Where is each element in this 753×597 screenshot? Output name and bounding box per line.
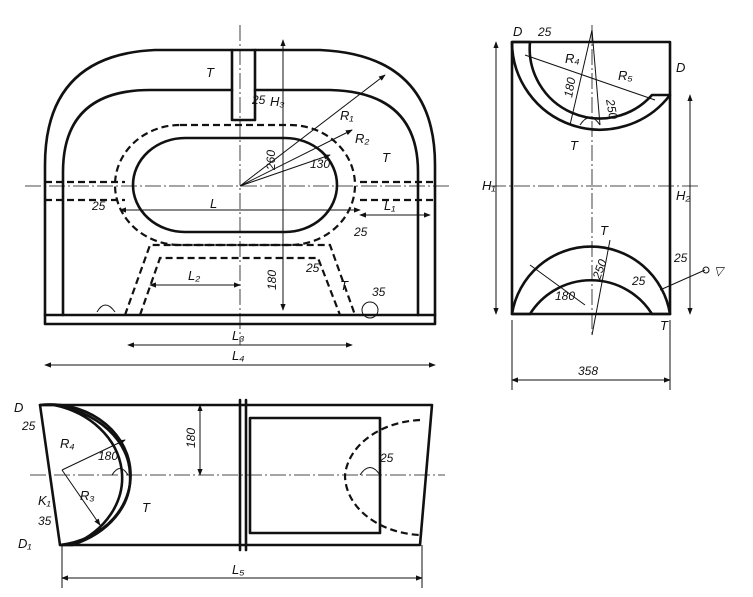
label-25-web: 25 — [305, 261, 320, 275]
label-R5: R₅ — [618, 68, 633, 83]
label-180: 180 — [561, 76, 578, 98]
label-R3: R₃ — [80, 488, 95, 503]
label-25-right: 25 — [353, 225, 368, 239]
label-L5: L₅ — [232, 562, 245, 577]
label-358: 358 — [578, 364, 598, 378]
label-25-right: 25 — [673, 251, 688, 265]
label-180: 180 — [98, 449, 118, 463]
label-D: D — [14, 400, 23, 415]
oval-hole-outer — [113, 123, 357, 247]
label-D1: D₁ — [18, 536, 32, 551]
top-cavity — [248, 416, 382, 535]
label-T-web: T — [340, 278, 349, 293]
label-25-left: 25 — [91, 199, 106, 213]
label-H3: H₃ — [270, 94, 285, 109]
label-L2: L₂ — [188, 268, 200, 283]
label-L4: L₄ — [232, 348, 244, 363]
label-K1: K₁ — [38, 493, 51, 508]
bottom-saddle — [510, 245, 672, 316]
label-L1: L₁ — [384, 198, 395, 213]
label-R4: R₄ — [565, 51, 580, 66]
label-H1: H₁ — [482, 178, 496, 193]
label-D-right: D — [676, 60, 685, 75]
outer-arch — [43, 48, 437, 317]
label-35: 35 — [38, 514, 52, 528]
label-T: T — [206, 65, 215, 80]
label-T-base: T — [660, 318, 669, 333]
label-T: T — [142, 500, 151, 515]
left-saddle — [38, 403, 132, 547]
label-180-lower: 180 — [555, 289, 575, 303]
right-saddle — [343, 418, 421, 537]
top-saddle — [510, 40, 672, 131]
label-H2: H₂ — [676, 188, 690, 203]
label-25: 25 — [537, 25, 552, 39]
label-260: 260 — [264, 150, 278, 171]
label-250-lower: 250 — [589, 257, 609, 282]
top-view: D 25 R₄ 180 180 R₃ K₁ 35 T D₁ 25 L₅ — [14, 398, 445, 588]
label-180-right: 180 — [184, 428, 198, 448]
label-25-lower: 25 — [631, 274, 646, 288]
label-L: L — [210, 196, 217, 211]
lower-web — [123, 243, 357, 316]
label-180: 180 — [265, 270, 279, 290]
label-25-right: 25 — [379, 451, 394, 465]
label-25-lug: 25 — [251, 93, 266, 107]
finish-symbol: ▽ — [714, 264, 726, 278]
label-R1: R₁ — [340, 108, 354, 123]
label-D: D — [513, 24, 522, 39]
front-view: T H₃ R₁ R₂ 260 130 L L₁ T 25 25 25 L₂ 18… — [25, 25, 450, 368]
label-R2: R₂ — [355, 131, 369, 146]
label-250: 250 — [603, 97, 620, 120]
label-L3: L₃ — [232, 328, 244, 343]
side-body — [510, 40, 672, 316]
label-T-side: T — [382, 150, 391, 165]
label-35: 35 — [372, 285, 386, 299]
label-130: 130 — [310, 157, 330, 171]
top-body — [38, 403, 434, 547]
label-R4: R₄ — [60, 436, 75, 451]
top-lug — [230, 48, 257, 122]
label-T-lower: T — [600, 223, 609, 238]
inner-arch — [61, 88, 420, 317]
oval-hole-inner — [131, 136, 339, 234]
label-T: T — [570, 138, 579, 153]
side-view: D 25 R₄ R₅ D 180 250 T H₁ H₂ T 180 250 2… — [482, 24, 726, 390]
label-25: 25 — [21, 419, 36, 433]
side-bars — [45, 180, 435, 202]
